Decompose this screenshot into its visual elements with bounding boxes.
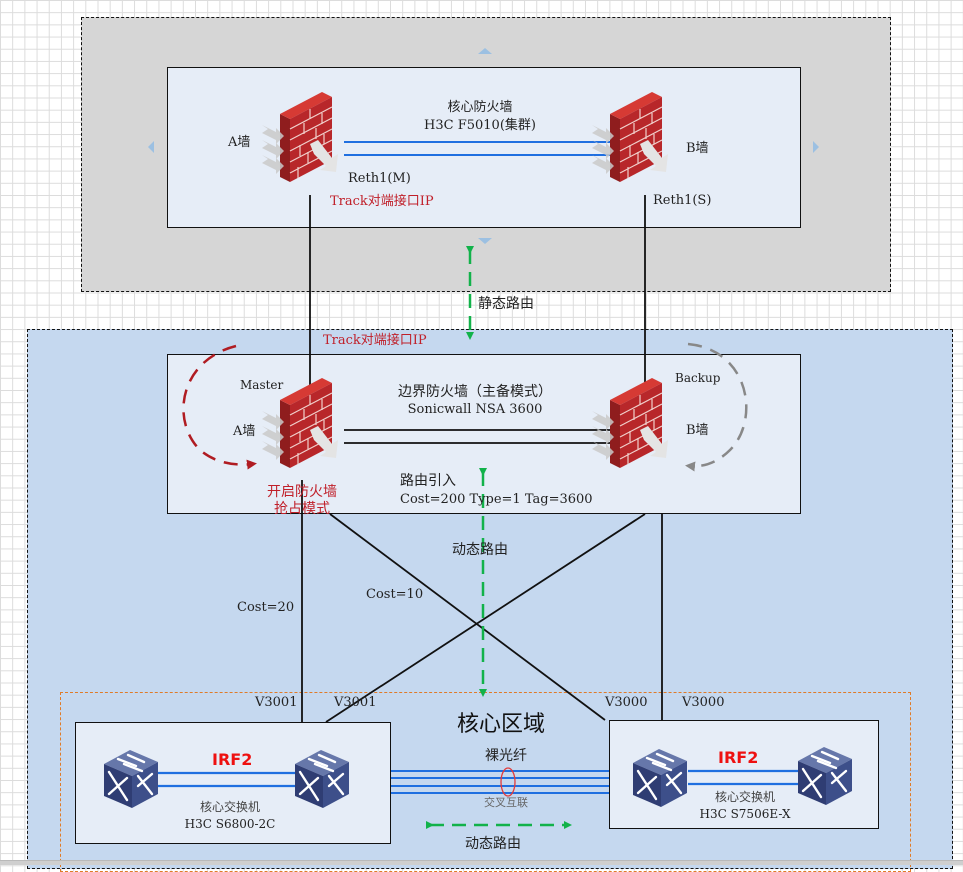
cross-connect-label: 交叉互联 [484, 796, 528, 809]
right-switch-name: 核心交换机 [714, 790, 775, 804]
cost-left-label: Cost=20 [237, 600, 295, 615]
vlan-left-a: V3001 [255, 695, 298, 710]
route-import-line1: 路由引入 [400, 473, 456, 489]
route-import-line2: Cost=200 Type=1 Tag=3600 [400, 492, 593, 507]
core-firewall-title: 核心防火墙 [447, 100, 513, 115]
core-firewall-b-port: Reth1(S) [653, 193, 712, 208]
dynamic-route-label: 动态路由 [452, 542, 508, 558]
core-firewall-b-label: B墙 [686, 141, 709, 156]
left-switch-name: 核心交换机 [199, 800, 260, 814]
fiber-label: 裸光纤 [485, 748, 527, 764]
edge-firewall-b-label: B墙 [686, 423, 709, 438]
left-irf-label: IRF2 [212, 750, 253, 769]
core-area-title: 核心区域 [457, 712, 546, 737]
left-switch-model: H3C S6800-2C [184, 817, 276, 831]
core-firewall-track-note: Track对端接口IP [330, 194, 434, 209]
edge-firewall-title: 边界防火墙（主备模式） [398, 384, 552, 400]
preempt-note-line2: 抢占模式 [274, 501, 330, 517]
preempt-note-line1: 开启防火墙 [267, 484, 337, 500]
core-firewall-a-port: Reth1(M) [348, 171, 411, 186]
core-firewall-model: H3C F5010(集群) [424, 118, 536, 133]
edge-firewall-model: Sonicwall NSA 3600 [407, 402, 543, 417]
vlan-left-b: V3001 [334, 695, 377, 710]
edge-firewall-a-label: A墙 [233, 424, 256, 439]
horizontal-scrollbar[interactable] [0, 860, 963, 865]
master-label: Master [240, 378, 284, 392]
vlan-right-b: V3000 [682, 695, 725, 710]
right-switch-model: H3C S7506E-X [699, 807, 791, 821]
static-route-label: 静态路由 [478, 296, 534, 312]
cost-cross-label: Cost=10 [366, 587, 424, 602]
right-irf-label: IRF2 [718, 748, 759, 767]
vlan-right-a: V3000 [605, 695, 648, 710]
edge-firewall-track-note: Track对端接口IP [323, 333, 427, 348]
core-dynamic-route-label: 动态路由 [465, 836, 521, 852]
core-firewall-a-label: A墙 [228, 135, 251, 150]
backup-label: Backup [675, 371, 721, 385]
